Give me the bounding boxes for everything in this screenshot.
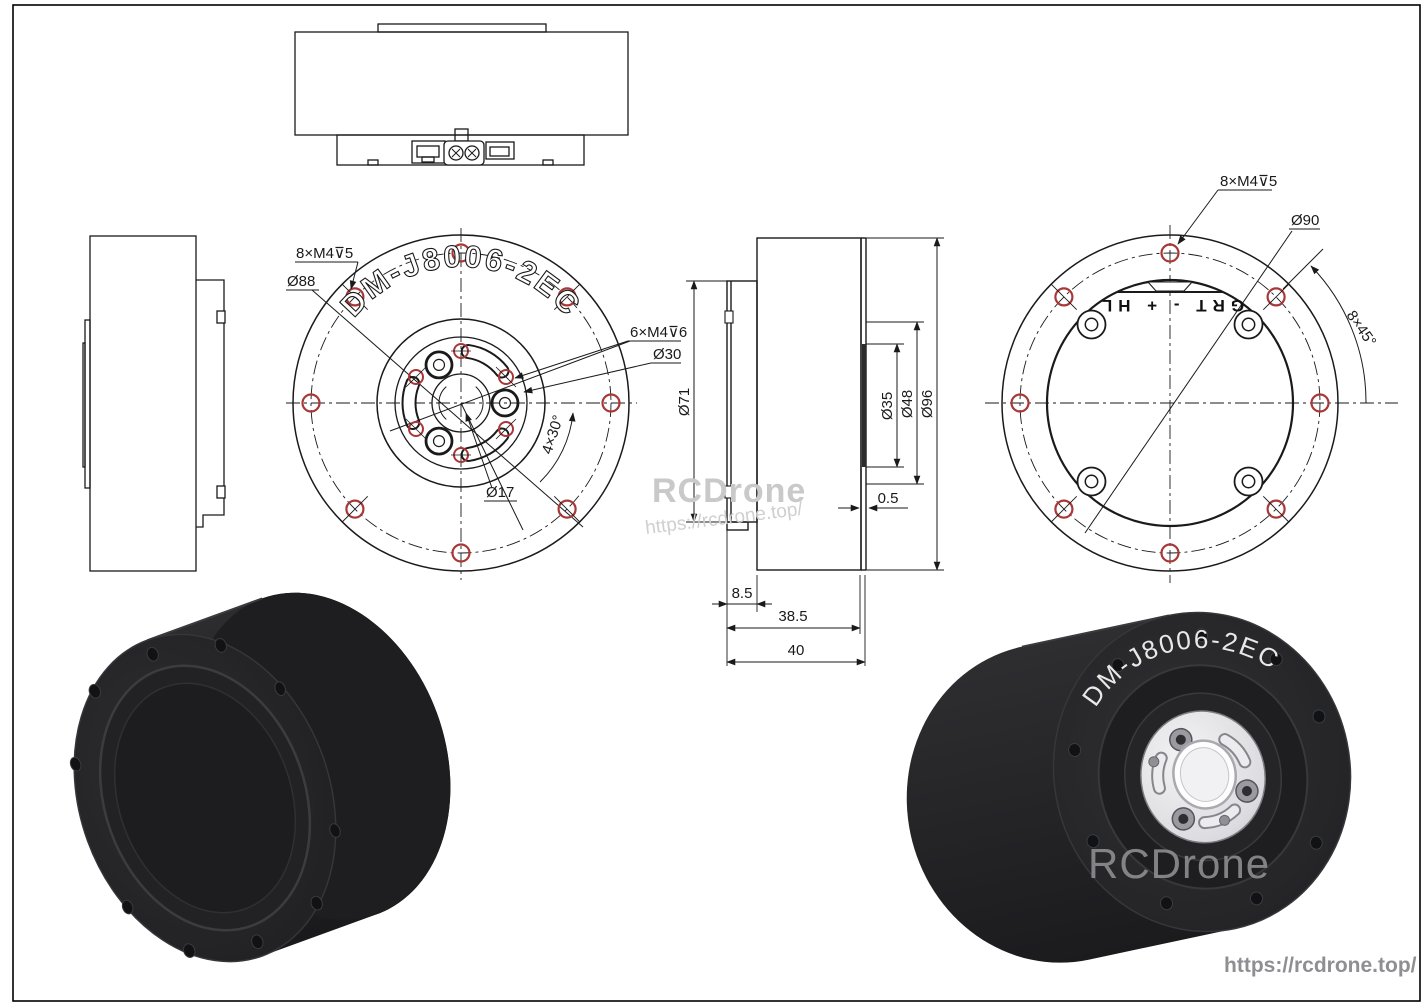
render-right-hub [1140,710,1266,844]
dim-48: Ø48 [899,390,916,418]
front-hub-spec-label: 6×M4⊽6 [630,324,687,341]
front-bore-label: Ø17 [486,484,514,501]
render-left [69,592,451,963]
render-right: DM-J8006-2EC [906,605,1352,963]
front-labels: 8×M4⊽5 Ø88 6×M4⊽6 Ø30 Ø17 4×30° [286,245,687,502]
sheet-border [12,4,1421,1002]
dim-96: Ø96 [919,390,936,418]
side-view [82,235,226,572]
front-bolt-circle-label: Ø88 [287,273,315,290]
hub-screws [1148,727,1259,831]
render-right-rim-holes [1068,628,1326,911]
back-circle-label: Ø90 [1291,212,1319,229]
front-bolt-spec-label: 8×M4⊽5 [296,245,353,262]
dim-38-5: 38.5 [778,608,807,625]
back-angle-label: 8×45° [1343,308,1380,350]
back-bolt-spec-label: 8×M4⊽5 [1220,173,1277,190]
render-left-rim-holes [69,638,341,958]
front-hub-circle-label: Ø30 [653,346,681,363]
front-view: DM-J8006-2EC 8×M4⊽5 Ø88 6×M4⊽6 Ø30 Ø17 4… [286,228,687,580]
dim-gap: 0.5 [878,490,899,507]
rotor-print-label: GRT - + HL [1096,296,1244,315]
center-watermark: RCDrone https://rcdrone.top/ [644,472,806,539]
dim-35: Ø35 [879,392,896,420]
dim-40: 40 [788,642,805,659]
section-view: Ø71 Ø35 Ø48 Ø96 0.5 8.5 38.5 40 [676,237,944,666]
dim-8-5: 8.5 [732,585,753,602]
render-right-watermark: RCDrone [1088,840,1270,887]
dim-71: Ø71 [676,388,693,416]
footer-url: https://rcdrone.top/ [1224,954,1417,977]
back-bolt-holes [1010,243,1330,563]
top-view [294,23,629,166]
watermark-brand: RCDrone [652,472,806,510]
back-view: GRT - + HL 8×M4⊽5 Ø90 8×45° [985,173,1398,583]
